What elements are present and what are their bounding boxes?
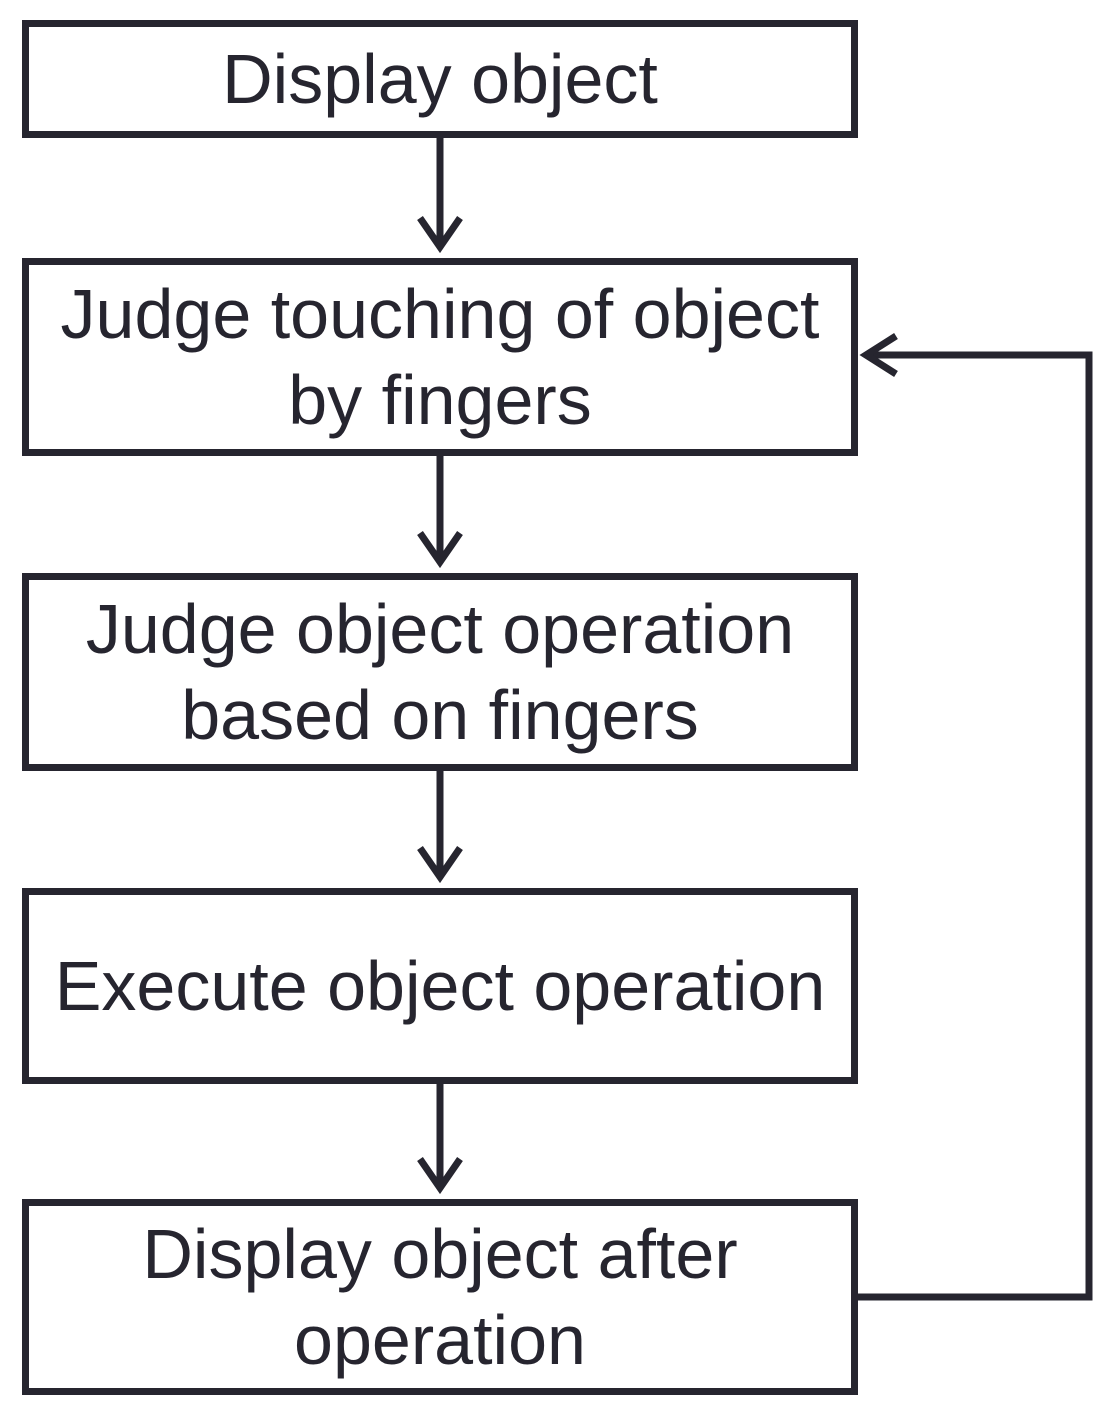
step-label: Execute object operation bbox=[54, 947, 826, 1025]
step-label: Display object bbox=[222, 40, 658, 118]
step-label: Judge touching of object by fingers bbox=[60, 275, 820, 439]
arrow-step3-to-step4 bbox=[417, 771, 463, 884]
arrow-step2-to-step3 bbox=[417, 456, 463, 569]
step-judge-touching: Judge touching of object by fingers bbox=[22, 258, 858, 456]
arrow-step1-to-step2 bbox=[417, 138, 463, 254]
arrow-step4-to-step5 bbox=[417, 1084, 463, 1195]
step-judge-operation: Judge object operation based on fingers bbox=[22, 573, 858, 771]
loop-back-arrow bbox=[858, 333, 1093, 1301]
step-label: Judge object operation based on fingers bbox=[85, 590, 795, 754]
step-display-object: Display object bbox=[22, 20, 858, 138]
step-label: Display object after operation bbox=[142, 1215, 738, 1379]
step-display-after: Display object after operation bbox=[22, 1199, 858, 1395]
step-execute-operation: Execute object operation bbox=[22, 888, 858, 1084]
